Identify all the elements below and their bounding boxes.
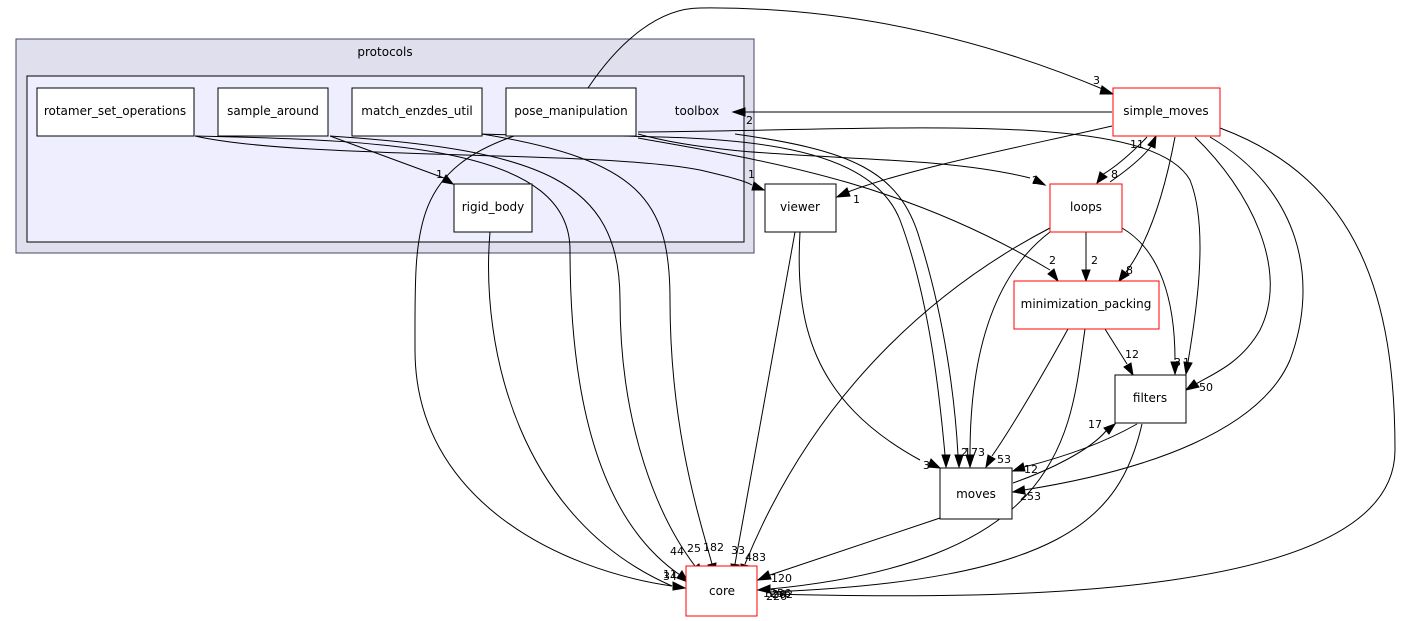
edge-label: 8 [1111,168,1118,181]
edge-label: 2 [1049,254,1056,267]
node-rigid-body-label: rigid_body [462,200,525,214]
node-core-label: core [709,584,735,598]
node-pose-manipulation-label: pose_manipulation [514,104,627,118]
edge-filters-to-core [769,423,1143,593]
edge-toolbox-to-minimization [637,137,1051,271]
node-core[interactable]: core [685,565,758,617]
node-simple-moves[interactable]: simple_moves [1112,87,1221,137]
edge-label: 1 [1183,356,1190,369]
edge-loops-to-simple-moves [1109,144,1153,183]
edge-label: 12 [1024,463,1038,476]
edge-toolbox-to-moves-b [734,133,959,456]
edge-label: 3 [1174,356,1181,369]
edge-toolbox-to-filters [637,127,1201,363]
node-loops-label: loops [1070,200,1102,214]
edge-label: 11 [663,568,677,581]
edge-simple-moves-to-core [769,127,1396,597]
edge-label: 483 [745,551,766,564]
edge-minimization-to-filters [1104,328,1128,365]
edge-sample-around-to-rigid-body [329,135,445,179]
edge-viewer-to-core [734,231,796,565]
edge-minimization-to-moves [991,328,1069,457]
node-match-enzdes-util-label: match_enzdes_util [361,104,472,118]
edge-label: 1256 [763,587,791,600]
node-rotamer-set-operations[interactable]: rotamer_set_operations [36,87,195,137]
node-filters[interactable]: filters [1114,374,1187,424]
edge-loops-to-core [744,227,1051,565]
node-viewer[interactable]: viewer [764,183,837,233]
edge-toolbox-to-loops [637,133,1031,179]
edge-labels: 2 3 8 11 1 1 1 2 2 2 8 12 3 1 50 12 17 5… [436,74,1213,603]
edge-label: 182 [703,541,724,554]
edge-pose-to-core [414,133,673,587]
edge-label: 33 [731,544,745,557]
edge-simple-moves-to-loops [1099,136,1148,177]
edge-label: 2 [961,446,968,459]
cluster-protocols-label: protocols [357,45,412,59]
edge-label: 8 [1126,264,1133,277]
edge-label: 11 [1130,138,1144,151]
node-match-enzdes-util[interactable]: match_enzdes_util [351,87,483,137]
edges [194,7,1396,597]
edge-label: 1 [748,168,755,181]
edge-label: 53 [997,453,1011,466]
edge-label: 17 [1088,418,1102,431]
edge-viewer-to-moves [798,231,921,461]
edge-minimization-to-core [769,328,1086,590]
node-simple-moves-label: simple_moves [1123,104,1208,118]
edge-toolbox-to-viewer [194,135,753,186]
edge-label: 34 [663,570,677,583]
edge-label: 2 [746,114,753,127]
node-rotamer-set-operations-label: rotamer_set_operations [44,104,186,118]
edge-simple-moves-to-viewer [847,125,1113,193]
edge-label: 3 [923,459,930,472]
edge-pose-to-simple-moves [587,7,1106,91]
node-filters-label: filters [1133,391,1167,405]
edge-label: 253 [1020,490,1041,503]
node-sample-around[interactable]: sample_around [217,87,329,137]
edge-simple-moves-to-minimization [1125,136,1176,273]
edge-label: 25 [687,542,701,555]
node-viewer-label: viewer [780,200,820,214]
edge-match-to-core [481,133,713,565]
edge-label: 12 [1125,348,1139,361]
edge-label: 262 [772,588,793,601]
node-minimization-packing[interactable]: minimization_packing [1013,280,1160,330]
node-pose-manipulation[interactable]: pose_manipulation [505,87,637,137]
edge-label: 1 [853,193,860,206]
edge-label: 173 [964,446,985,459]
edge-label: 2 [1091,254,1098,267]
node-moves-label: moves [956,487,996,501]
edge-label: 2 [1032,174,1039,187]
edge-moves-to-filters [1012,430,1107,484]
edge-label: 120 [771,572,792,585]
edge-rigid-to-core [488,231,673,587]
edge-label: 3 [1093,74,1100,87]
edge-loops-to-moves [969,231,1051,456]
edge-rotamer-to-core [194,135,681,576]
edge-loops-to-filters [1121,227,1176,361]
node-rigid-body[interactable]: rigid_body [453,183,533,233]
edge-label: 1 [436,168,443,181]
edge-label: 44 [670,545,684,558]
edge-simple-moves-to-moves [1023,136,1304,491]
edge-sample-around-to-core [329,135,696,567]
edge-label: 226 [766,590,787,603]
node-loops[interactable]: loops [1049,183,1123,233]
edge-filters-to-moves [1023,423,1138,468]
edge-simple-moves-to-filters [1194,136,1271,385]
node-moves[interactable]: moves [939,467,1013,520]
edge-label: 50 [1199,381,1213,394]
edge-moves-to-core [769,517,941,576]
node-minimization-packing-label: minimization_packing [1021,297,1152,311]
node-sample-around-label: sample_around [227,104,319,118]
cluster-toolbox-label: toolbox [675,104,719,118]
